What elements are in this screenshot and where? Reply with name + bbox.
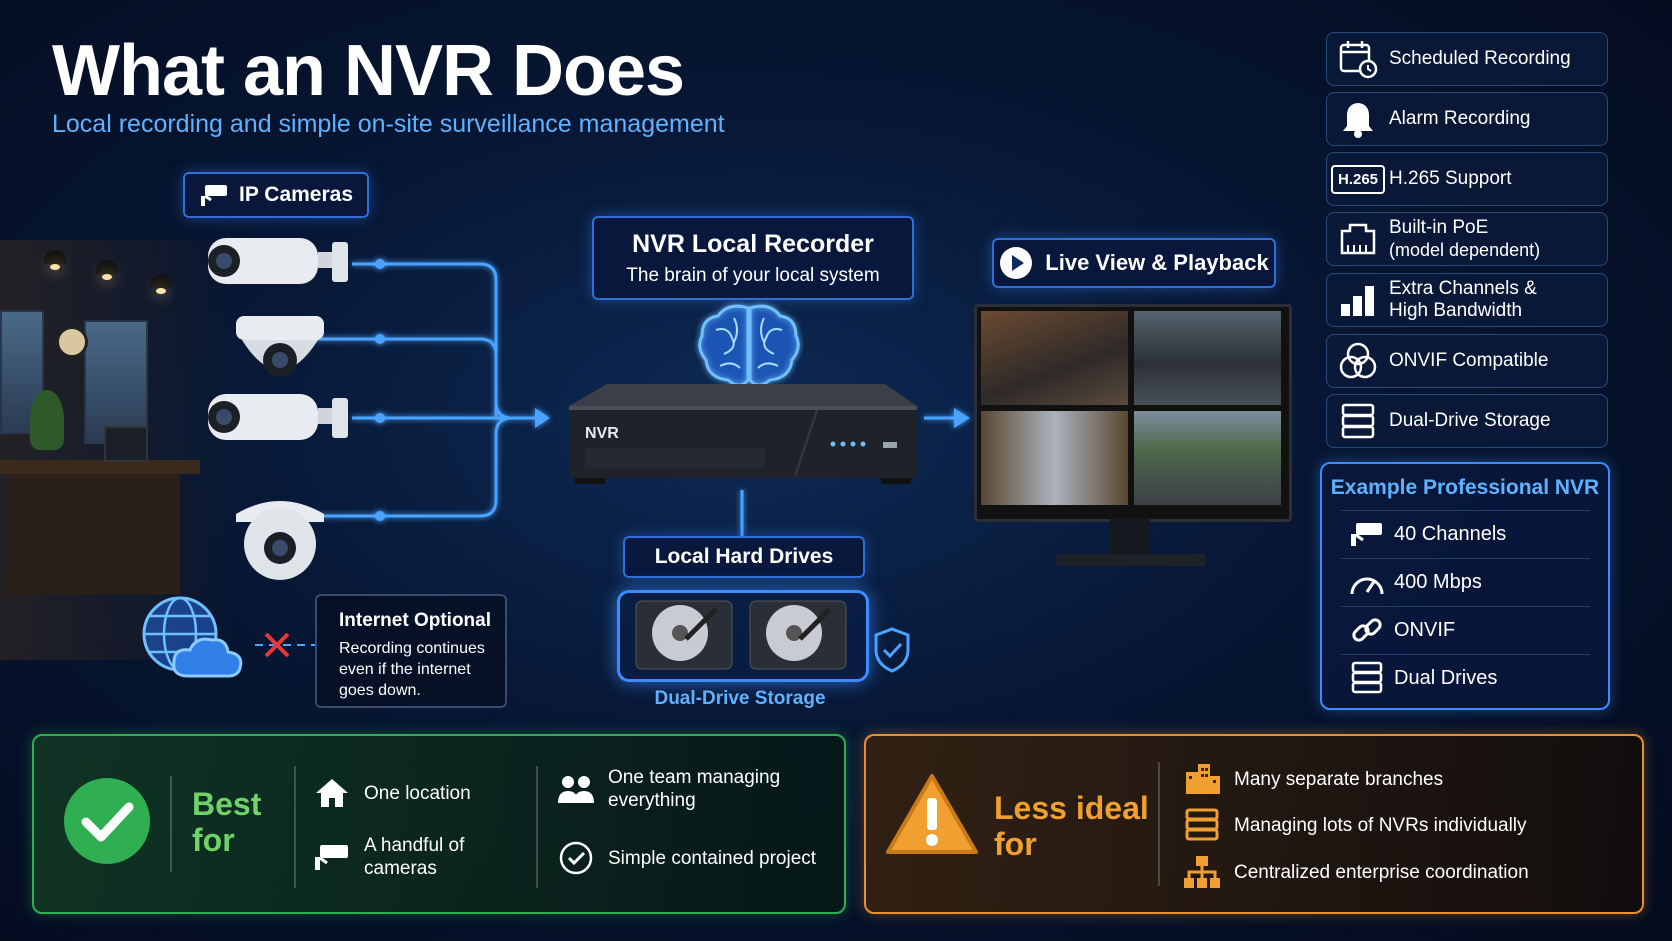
overlap-circles-icon <box>1339 342 1377 379</box>
less-ideal-item: Many separate branches <box>1176 762 1626 796</box>
org-chart-icon <box>1184 856 1220 888</box>
live-view-playback-label: Live View & Playback <box>992 238 1276 288</box>
office-background <box>0 240 230 660</box>
server-stack-icon <box>1351 661 1383 694</box>
nvr-device-label: NVR <box>585 425 619 442</box>
bullet-camera-icon <box>208 394 348 440</box>
team-icon <box>558 776 594 803</box>
camera-icon <box>1351 523 1382 546</box>
play-icon <box>1000 247 1033 279</box>
globe-cloud-icon <box>142 596 243 678</box>
local-hard-drives-label: Local Hard Drives <box>623 536 865 578</box>
example-row-dual-drives: Dual Drives <box>1340 654 1590 701</box>
best-for-panel: Best for One location A handful of camer… <box>32 734 846 914</box>
monitor-stand <box>1110 518 1150 560</box>
video-feed-parking <box>1134 411 1281 505</box>
example-row-channels: 40 Channels <box>1340 510 1590 557</box>
less-ideal-item: Managing lots of NVRs individually <box>1176 808 1626 842</box>
bar-chart-icon <box>1341 286 1374 316</box>
page-title: What an NVR Does <box>52 31 685 111</box>
feature-onvif-compatible: ONVIF Compatible <box>1326 334 1608 388</box>
feature-h265-support: H.265 H.265 Support <box>1326 152 1608 206</box>
warning-triangle-icon <box>886 774 978 854</box>
best-for-item: One location <box>306 776 516 810</box>
best-for-item: Simple contained project <box>550 840 836 876</box>
video-feed-warehouse <box>981 411 1128 505</box>
turret-camera-icon <box>236 501 324 580</box>
less-ideal-heading: Less ideal <box>994 790 1149 826</box>
nvr-subtitle: The brain of your local system <box>626 264 880 286</box>
example-row-onvif: ONVIF <box>1340 606 1590 653</box>
house-icon <box>316 779 348 807</box>
less-ideal-for-panel: Less ideal for Many separate branches Ma… <box>864 734 1644 914</box>
internet-optional-card: Internet Optional Recording continues ev… <box>315 594 507 708</box>
example-row-bandwidth: 400 Mbps <box>1340 558 1590 605</box>
bell-icon <box>1343 103 1373 138</box>
link-icon <box>1352 618 1382 642</box>
best-for-heading: Best <box>192 786 262 822</box>
camera-icon <box>200 185 227 206</box>
internet-optional-description: Recording continues even if the internet… <box>339 640 485 699</box>
disconnected-x-icon <box>264 632 290 658</box>
gauge-icon <box>1350 577 1384 595</box>
internet-optional-title: Internet Optional <box>339 610 491 631</box>
nvr-title: NVR Local Recorder <box>632 229 874 258</box>
calendar-clock-icon <box>1339 41 1378 79</box>
less-ideal-item: Centralized enterprise coordination <box>1176 854 1626 890</box>
nvr-recorder-label: NVR Local Recorder The brain of your loc… <box>592 216 914 300</box>
monitor-display <box>974 304 1292 522</box>
dome-camera-icon <box>236 316 324 377</box>
hard-drives-tray <box>617 590 869 682</box>
best-for-item: A handful of cameras <box>306 834 516 880</box>
server-stack-icon <box>1341 403 1375 439</box>
page-subtitle: Local recording and simple on-site surve… <box>52 110 725 138</box>
nvr-device: NVR <box>569 384 917 484</box>
check-badge-icon <box>64 778 150 864</box>
best-for-item: One team managing everything <box>550 766 836 812</box>
feature-scheduled-recording: Scheduled Recording <box>1326 32 1608 86</box>
video-feed-lobby <box>1134 311 1281 405</box>
feature-alarm-recording: Alarm Recording <box>1326 92 1608 146</box>
server-stack-icon <box>1185 808 1219 841</box>
feature-extra-channels: Extra Channels &High Bandwidth <box>1326 273 1608 327</box>
example-professional-nvr-card: Example Professional NVR 40 Channels 400… <box>1320 462 1610 710</box>
ethernet-port-icon <box>1340 223 1376 255</box>
video-feed-store <box>981 311 1128 405</box>
dual-drive-caption: Dual-Drive Storage <box>654 688 826 709</box>
h265-badge-icon: H.265 <box>1330 164 1386 194</box>
feature-built-in-poe: Built-in PoE(model dependent) <box>1326 212 1608 266</box>
hard-drive-icon <box>749 600 847 670</box>
camera-icon <box>315 845 348 870</box>
buildings-icon <box>1186 764 1220 794</box>
hard-drive-icon <box>635 600 733 670</box>
ip-cameras-label: IP Cameras <box>183 172 369 218</box>
example-title: Example Professional NVR <box>1330 476 1600 499</box>
monitor-base <box>1056 554 1206 566</box>
brain-icon <box>698 304 800 387</box>
check-circle-icon <box>559 841 593 875</box>
shield-check-icon <box>874 627 910 673</box>
feature-dual-drive-storage: Dual-Drive Storage <box>1326 394 1608 448</box>
bullet-camera-icon <box>208 238 348 284</box>
